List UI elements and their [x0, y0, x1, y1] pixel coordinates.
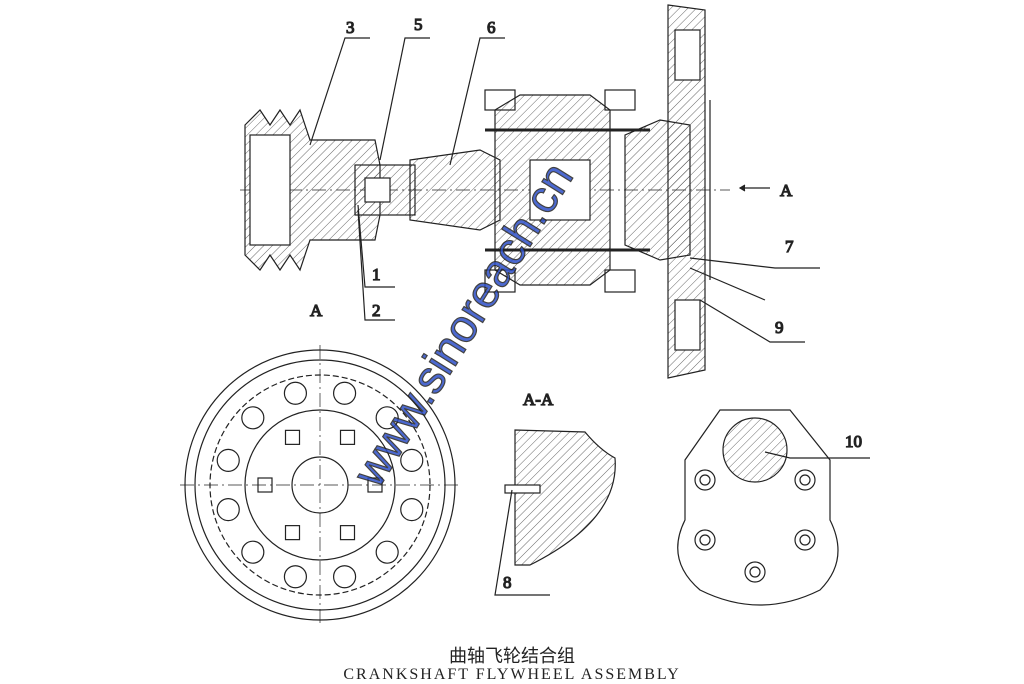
bolt-hole [332, 565, 357, 589]
label-10: 10 [845, 432, 862, 451]
bolt-hole [400, 448, 424, 473]
section-view [240, 4, 820, 379]
bolt-hole [216, 448, 240, 473]
flange-bolt [339, 429, 356, 445]
flange-bolt [339, 525, 356, 541]
view-arrow-label: A [780, 181, 793, 200]
label-section-aa: A-A [523, 390, 554, 409]
end-view [677, 409, 870, 606]
bolt-hole [375, 540, 399, 564]
flange-bolt [284, 525, 301, 541]
label-6: 6 [487, 18, 496, 37]
caption-english: CRANKSHAFT FLYWHEEL ASSEMBLY [343, 666, 681, 683]
bolt-hole [283, 565, 308, 589]
label-view-a: A [310, 301, 323, 320]
crankshaft-nose [409, 149, 501, 231]
bolt-hole [283, 381, 308, 405]
label-8: 8 [503, 573, 512, 592]
label-2: 2 [372, 301, 381, 320]
view-a [180, 345, 460, 625]
label-9: 9 [775, 318, 784, 337]
bolt-hole [375, 406, 399, 430]
flange-bolt [284, 429, 301, 445]
bolt-hole [241, 540, 265, 564]
label-7: 7 [785, 237, 794, 256]
label-1: 1 [372, 265, 381, 284]
flywheel [667, 4, 706, 379]
bolt-hole [400, 497, 424, 522]
label-5: 5 [414, 15, 423, 34]
section-aa [494, 429, 616, 596]
bolt-hole [241, 406, 265, 430]
bolt-hole [216, 497, 240, 522]
caption-chinese: 曲轴飞轮结合组 [449, 646, 575, 667]
label-3: 3 [346, 18, 355, 37]
bolt-hole [332, 381, 357, 405]
